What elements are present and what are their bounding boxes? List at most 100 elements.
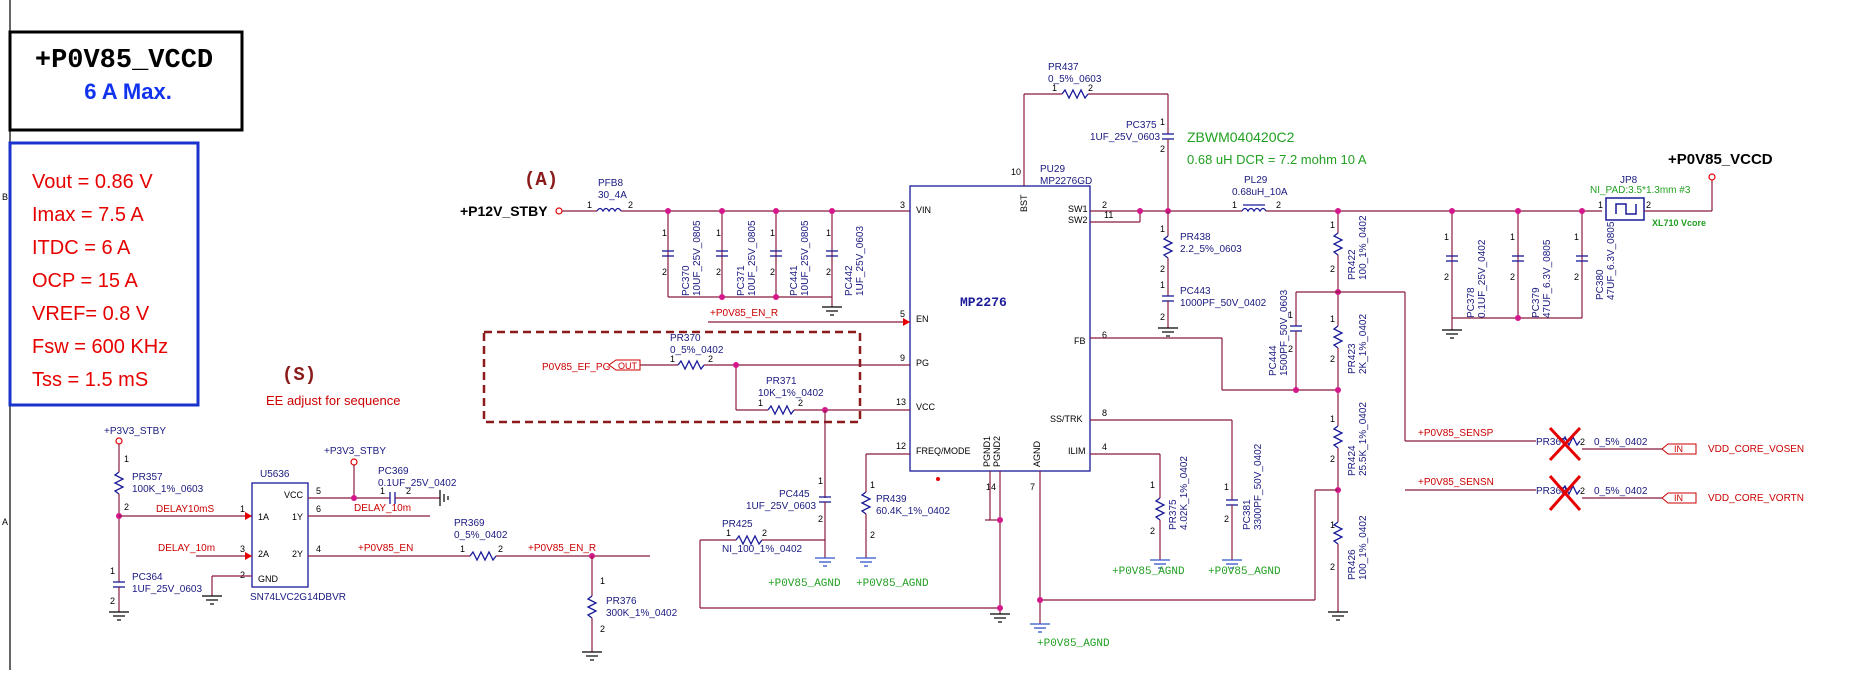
pr438-val: 2.2_5%_0603 [1180, 244, 1242, 255]
pr423-val: 2K_1%_0402 [1358, 314, 1369, 374]
u5636-pin-vcc: VCC [284, 490, 304, 500]
pc441-ref: PC441 [789, 265, 800, 296]
jp8-ref: JP8 [1620, 175, 1638, 186]
svg-text:1: 1 [1330, 220, 1335, 230]
pc445-cap: 12 PC445 1UF_25V_0603 +P0V85_AGND [746, 410, 841, 590]
pr367-ref: PR367 [1536, 437, 1567, 448]
svg-text:1: 1 [240, 504, 245, 514]
spec-box: Vout = 0.86 V Imax = 7.5 A ITDC = 6 A OC… [8, 141, 200, 407]
svg-text:1: 1 [1330, 314, 1335, 324]
pc381-cap: 12 PC381 3300PF_50V_0402 +P0V85_AGND [1090, 419, 1281, 578]
svg-text:1: 1 [1574, 232, 1579, 242]
pr437-ref: PR437 [1048, 62, 1079, 73]
pgnd-ground [985, 471, 1010, 623]
svg-text:2: 2 [240, 570, 245, 580]
net-vosen: VDD_CORE_VOSEN [1708, 444, 1804, 455]
pc381-ref: PC381 [1242, 499, 1253, 530]
pc379-val: 47UF_6.3V_0805 [1542, 239, 1553, 318]
svg-text:2: 2 [1160, 312, 1165, 322]
svg-text:2: 2 [826, 267, 831, 277]
svg-text:1: 1 [1598, 200, 1603, 210]
svg-text:1: 1 [124, 454, 129, 464]
svg-text:1: 1 [1160, 280, 1165, 290]
pin-num-pg: 9 [900, 353, 905, 363]
svg-text:2: 2 [1276, 200, 1281, 210]
sequence-logic: +P3V3_STBY 12 PR357 100K_1%_0603 DELAY10… [104, 426, 678, 661]
pr371-resistor [767, 404, 795, 416]
net-delay-10m-in: DELAY_10m [158, 543, 215, 554]
svg-text:2: 2 [1224, 514, 1229, 524]
pc379-ref: PC379 [1531, 287, 1542, 318]
pc364-val: 1UF_25V_0603 [132, 584, 202, 595]
pc443-val: 1000PF_50V_0402 [1180, 298, 1267, 309]
pc371-ref: PC371 [736, 265, 747, 296]
marker-dot [936, 477, 940, 481]
pc370-val: 10UF_25V_0805 [692, 220, 703, 296]
feedback-divider: 12 PR422 100_1%_0402 12 PC444 1500PF_50V… [1090, 208, 1406, 621]
pr424-val: 25.5K_1%_0402 [1358, 402, 1369, 476]
input-rail-label: +P12V_STBY [460, 203, 548, 219]
pr376-ref: PR376 [606, 596, 637, 607]
svg-text:1: 1 [870, 480, 875, 490]
pin-num-pgnd: 14 [986, 482, 996, 492]
pc445-val: 1UF_25V_0603 [746, 501, 816, 512]
note-a-tag: (A) [524, 169, 558, 191]
pr368-ref: PR368 [1536, 486, 1567, 497]
svg-text:2: 2 [1510, 272, 1515, 282]
pin-en: EN [916, 314, 929, 324]
title-net: +P0V85_VCCD [35, 46, 213, 76]
pr424-ref: PR424 [1347, 445, 1358, 476]
svg-text:1: 1 [1160, 224, 1165, 234]
svg-text:1: 1 [1444, 232, 1449, 242]
pr439-ref: PR439 [876, 494, 907, 505]
svg-text:5: 5 [316, 486, 321, 496]
pr376-val: 300K_1%_0402 [606, 608, 678, 619]
aux-rail-label-1: +P3V3_STBY [104, 426, 166, 437]
svg-text:1: 1 [1330, 414, 1335, 424]
pc444-ref: PC444 [1268, 345, 1279, 376]
spec-vout: Vout = 0.86 V [32, 171, 153, 193]
svg-text:1: 1 [380, 486, 385, 496]
title-max-current: 6 A Max. [84, 79, 172, 104]
pc375-ref: PC375 [1126, 120, 1157, 131]
pc370-label: PC370 [681, 265, 692, 296]
ic-ref: PU29 [1040, 164, 1065, 175]
net-en-r-at-ic: +P0V85_EN_R [710, 308, 778, 319]
svg-text:2: 2 [124, 502, 129, 512]
pc369-val: 0.1UF_25V_0402 [378, 478, 457, 489]
zone-mark-b: B [2, 192, 8, 202]
sw-node: 12 PR438 2.2_5%_0603 12 PC443 1000PF_50V… [1090, 208, 1267, 337]
zone-mark-a: A [2, 517, 8, 527]
pr422-ref: PR422 [1347, 249, 1358, 280]
pin-fb: FB [1074, 336, 1086, 346]
pfb8-ref: PFB8 [598, 178, 623, 189]
svg-text:2: 2 [1580, 437, 1585, 447]
pr422-val: 100_1%_0402 [1358, 215, 1369, 280]
pin-bst: BST [1019, 194, 1029, 212]
pin-vcc: VCC [916, 402, 936, 412]
pin-ilim: ILIM [1068, 446, 1086, 456]
agnd-label-4: +P0V85_AGND [1112, 566, 1185, 578]
svg-text:2: 2 [406, 486, 411, 496]
spec-tss: Tss = 1.5 mS [32, 369, 148, 391]
pin-freq: FREQ/MODE [916, 446, 971, 456]
no-stuff-mark-pr368 [1548, 475, 1582, 511]
svg-text:1: 1 [670, 354, 675, 364]
net-sensp: +P0V85_SENSP [1418, 428, 1494, 439]
pr357-val: 100K_1%_0603 [132, 484, 204, 495]
u5636-part: SN74LVC2G14DBVR [250, 592, 346, 603]
pc371-val: 10UF_25V_0805 [747, 220, 758, 296]
svg-text:2: 2 [1646, 200, 1651, 210]
pr367-val: 0_5%_0402 [1594, 437, 1648, 448]
pr375-ref: PR375 [1168, 499, 1179, 530]
pc380-val: 47UF_6.3V_0805 [1606, 221, 1617, 300]
svg-text:1: 1 [758, 398, 763, 408]
pr370-resistor [677, 359, 705, 371]
svg-text:2: 2 [1574, 272, 1579, 282]
svg-text:2: 2 [1330, 562, 1335, 572]
svg-text:1: 1 [1052, 83, 1057, 93]
pg-out-tag: OUT [618, 361, 638, 371]
svg-text:1: 1 [726, 528, 731, 538]
